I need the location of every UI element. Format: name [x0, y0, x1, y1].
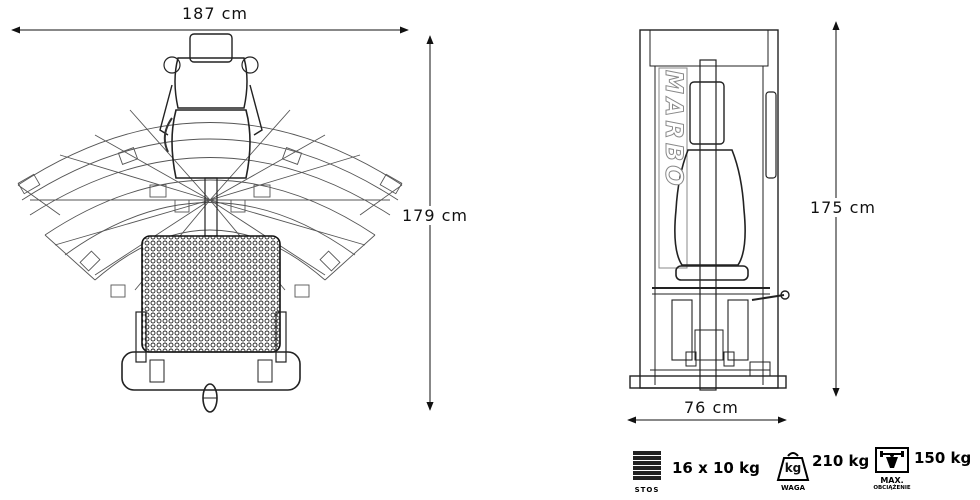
head-rest — [189, 33, 233, 63]
front-width-label: 76 cm — [684, 398, 739, 417]
seat-pad — [171, 109, 251, 179]
depth-label: 179 cm — [400, 206, 471, 225]
width-label: 187 cm — [182, 4, 249, 23]
spec-stack: STOS 16 x 10 kg — [630, 450, 760, 494]
center-beam — [204, 177, 218, 237]
stack-caption: STOS — [634, 486, 660, 494]
spec-max-load: MAX. OBCIĄŻENIE 150 kg — [873, 446, 972, 491]
max-load-icon — [875, 447, 909, 473]
height-label: 175 cm — [808, 198, 879, 217]
front-base — [629, 375, 787, 389]
max-load-caption-2: OBCIĄŻENIE — [873, 485, 911, 491]
brand-logo: MARBO — [660, 70, 689, 270]
max-load-value: 150 kg — [914, 449, 972, 467]
brand-logo-text: MARBO — [660, 70, 689, 191]
foot-platform — [141, 235, 281, 353]
front-view — [627, 21, 840, 424]
front-seat — [675, 265, 749, 281]
top-view — [11, 26, 434, 413]
max-load-caption-1: MAX. — [880, 476, 904, 485]
stack-value: 16 x 10 kg — [672, 459, 760, 477]
kg-weight-icon — [776, 452, 810, 481]
kg-icon-text: kg — [784, 461, 802, 475]
weight-value: 210 kg — [812, 452, 870, 470]
front-back-rest — [674, 149, 746, 266]
back-pad — [174, 57, 248, 109]
base-frame — [121, 351, 301, 391]
weight-stack-icon — [633, 451, 661, 480]
weight-caption: WAGA — [781, 484, 805, 492]
spec-weight: kg WAGA 210 kg — [776, 450, 870, 492]
